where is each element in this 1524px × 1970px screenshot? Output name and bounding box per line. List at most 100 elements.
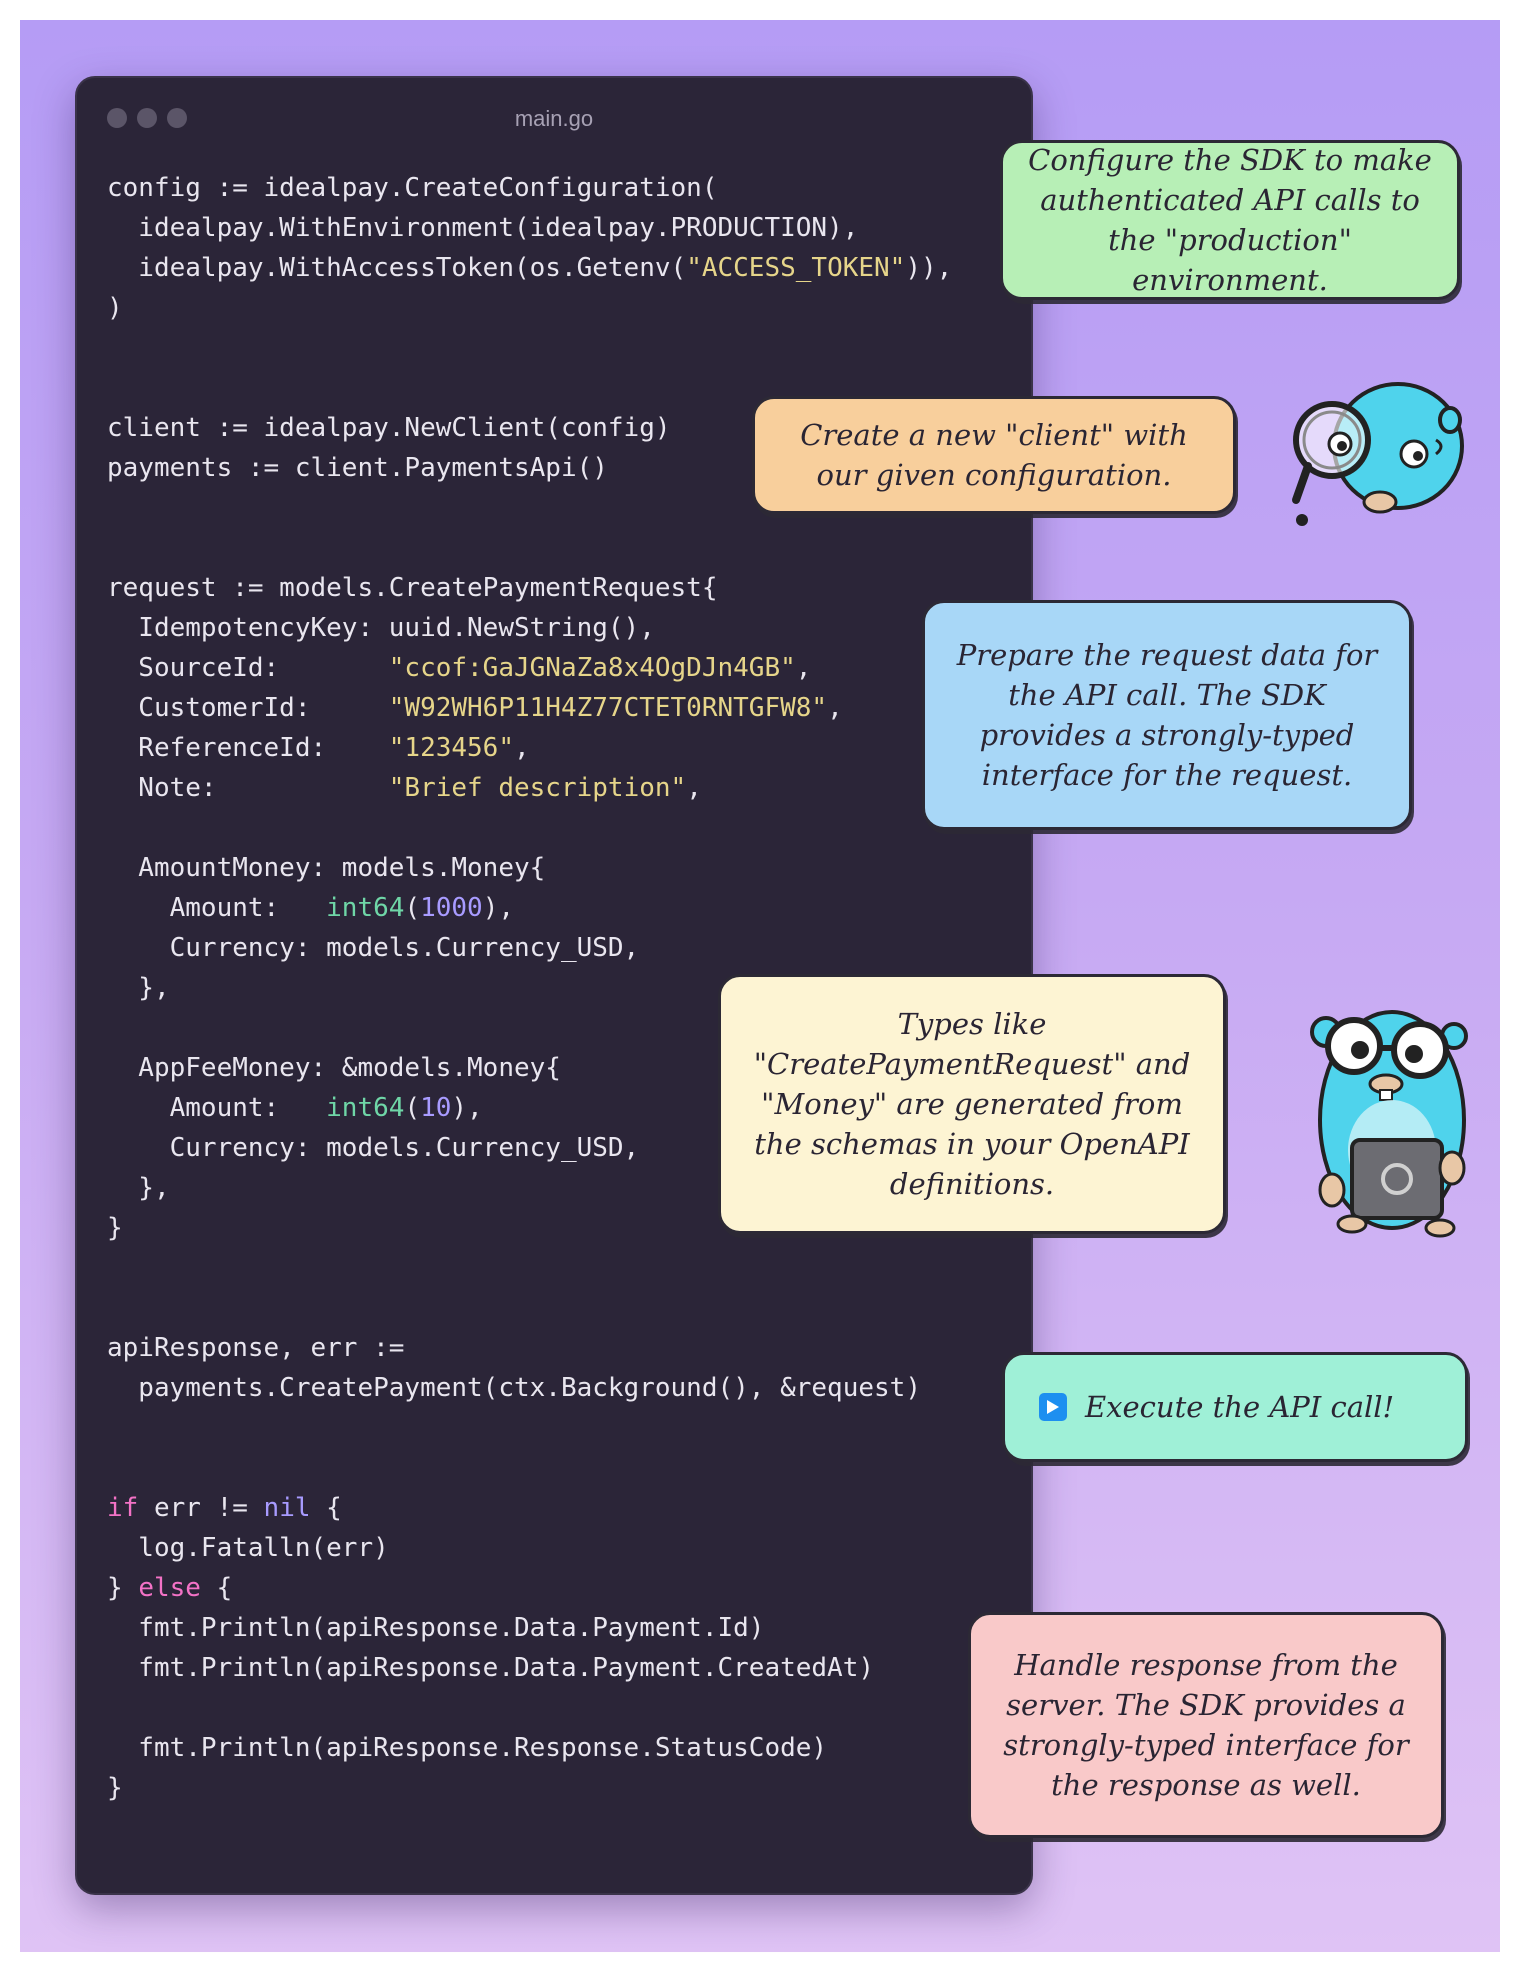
code-token: Amount:: [107, 893, 327, 923]
note-types-text: Types like "CreatePaymentRequest" and "M…: [753, 1007, 1191, 1201]
note-generated-types: Types like "CreatePaymentRequest" and "M…: [718, 974, 1226, 1234]
code-line: fmt.Println(apiResponse.Data.Payment.Id): [107, 1608, 952, 1648]
code-line: [107, 1288, 952, 1328]
code-line: request := models.CreatePaymentRequest{: [107, 568, 952, 608]
code-token: ,: [827, 693, 843, 723]
code-line: config := idealpay.CreateConfiguration(: [107, 168, 952, 208]
note-response-text: Handle response from the server. The SDK…: [1003, 1648, 1409, 1802]
code-token: ,: [795, 653, 812, 683]
code-token: 1000: [420, 893, 483, 923]
code-token: "Brief description": [388, 773, 687, 803]
note-prepare-request: Prepare the request data for the API cal…: [922, 600, 1412, 830]
note-execute-call: Execute the API call!: [1002, 1352, 1468, 1462]
code-line: IdempotencyKey: uuid.NewString(),: [107, 608, 952, 648]
code-line: [107, 1448, 952, 1488]
code-token: 10: [420, 1093, 452, 1123]
code-token: ,: [514, 733, 530, 763]
code-line: AmountMoney: models.Money{: [107, 848, 952, 888]
code-token: err !=: [138, 1493, 264, 1523]
code-token: int64: [326, 893, 405, 923]
code-line: [107, 528, 952, 568]
code-line: Currency: models.Currency_USD,: [107, 1128, 952, 1168]
code-token: Currency: models.Currency_USD,: [107, 933, 640, 963]
code-token: CustomerId:: [107, 693, 389, 723]
code-line: payments.CreatePayment(ctx.Background(),…: [107, 1368, 952, 1408]
note-configure-text: Configure the SDK to make authenticated …: [1028, 143, 1432, 297]
code-line: [107, 1688, 952, 1728]
code-token: Amount:: [107, 1093, 327, 1123]
code-token: (: [404, 893, 421, 923]
code-token: fmt.Println(apiResponse.Data.Payment.Id): [107, 1613, 765, 1643]
code-line: client := idealpay.NewClient(config): [107, 408, 952, 448]
code-token: SourceId:: [107, 653, 389, 683]
code-line: } else {: [107, 1568, 952, 1608]
code-token: ReferenceId:: [107, 733, 389, 763]
code-token: ),: [482, 893, 515, 923]
code-line: [107, 808, 952, 848]
code-token: fmt.Println(apiResponse.Data.Payment.Cre…: [107, 1653, 875, 1683]
code-token: ,: [686, 773, 702, 803]
code-line: CustomerId: "W92WH6P11H4Z77CTET0RNTGFW8"…: [107, 688, 952, 728]
code-line: Note: "Brief description",: [107, 768, 952, 808]
code-token: fmt.Println(apiResponse.Response.StatusC…: [107, 1733, 828, 1763]
code-token: if: [107, 1493, 139, 1523]
code-token: log.Fatalln(err): [107, 1533, 389, 1563]
file-name-title: main.go: [514, 106, 594, 131]
code-line: [107, 328, 952, 368]
code-token: (: [404, 1093, 421, 1123]
code-token: }: [107, 1573, 139, 1603]
note-request-text: Prepare the request data for the API cal…: [956, 638, 1378, 792]
code-line: ReferenceId: "123456",: [107, 728, 952, 768]
code-token: nil: [263, 1493, 311, 1523]
code-line: payments := client.PaymentsApi(): [107, 448, 952, 488]
code-line: Currency: models.Currency_USD,: [107, 928, 952, 968]
code-token: payments := client.PaymentsApi(): [107, 453, 608, 483]
code-token: else: [138, 1573, 201, 1603]
code-token: ),: [451, 1093, 483, 1123]
window-controls: [107, 108, 187, 128]
code-block: config := idealpay.CreateConfiguration( …: [107, 168, 952, 1808]
code-token: },: [107, 1173, 170, 1203]
code-line: SourceId: "ccof:GaJGNaZa8x4OgDJn4GB",: [107, 648, 952, 688]
code-token: "ccof:GaJGNaZa8x4OgDJn4GB": [388, 653, 796, 683]
code-token: AmountMoney: models.Money{: [107, 853, 546, 883]
code-token: ): [107, 293, 123, 323]
code-line: ): [107, 288, 952, 328]
code-token: idealpay.WithEnvironment(idealpay.PRODUC…: [107, 213, 859, 243]
code-token: AppFeeMoney: &models.Money{: [107, 1053, 561, 1083]
code-token: Currency: models.Currency_USD,: [107, 1133, 640, 1163]
code-token: "W92WH6P11H4Z77CTET0RNTGFW8": [388, 693, 828, 723]
code-token: {: [310, 1493, 342, 1523]
note-create-client: Create a new "client" with our given con…: [752, 396, 1236, 514]
code-line: Amount: int64(1000),: [107, 888, 952, 928]
code-token: request := models.CreatePaymentRequest{: [107, 573, 718, 603]
code-line: fmt.Println(apiResponse.Data.Payment.Cre…: [107, 1648, 952, 1688]
code-line: if err != nil {: [107, 1488, 952, 1528]
code-line: apiResponse, err :=: [107, 1328, 952, 1368]
code-token: },: [107, 973, 170, 1003]
code-token: "123456": [388, 733, 514, 763]
code-line: [107, 1408, 952, 1448]
code-line: fmt.Println(apiResponse.Response.StatusC…: [107, 1728, 952, 1768]
code-line: AppFeeMoney: &models.Money{: [107, 1048, 952, 1088]
code-token: IdempotencyKey: uuid.NewString(),: [107, 613, 655, 643]
code-token: int64: [326, 1093, 405, 1123]
code-token: {: [200, 1573, 233, 1603]
code-line: }: [107, 1208, 952, 1248]
minimize-window-dot[interactable]: [137, 108, 157, 128]
code-token: config := idealpay.CreateConfiguration(: [107, 173, 718, 203]
close-window-dot[interactable]: [107, 108, 127, 128]
code-token: apiResponse, err :=: [107, 1333, 405, 1363]
code-token: "ACCESS_TOKEN": [686, 253, 906, 283]
code-line: },: [107, 968, 952, 1008]
code-token: }: [107, 1773, 123, 1803]
maximize-window-dot[interactable]: [167, 108, 187, 128]
code-line: [107, 1248, 952, 1288]
code-line: },: [107, 1168, 952, 1208]
note-configure-sdk: Configure the SDK to make authenticated …: [1000, 140, 1460, 300]
code-line: idealpay.WithEnvironment(idealpay.PRODUC…: [107, 208, 952, 248]
code-line: log.Fatalln(err): [107, 1528, 952, 1568]
code-token: payments.CreatePayment(ctx.Background(),…: [107, 1373, 921, 1403]
note-client-text: Create a new "client" with our given con…: [800, 418, 1188, 492]
code-token: Note:: [107, 773, 389, 803]
